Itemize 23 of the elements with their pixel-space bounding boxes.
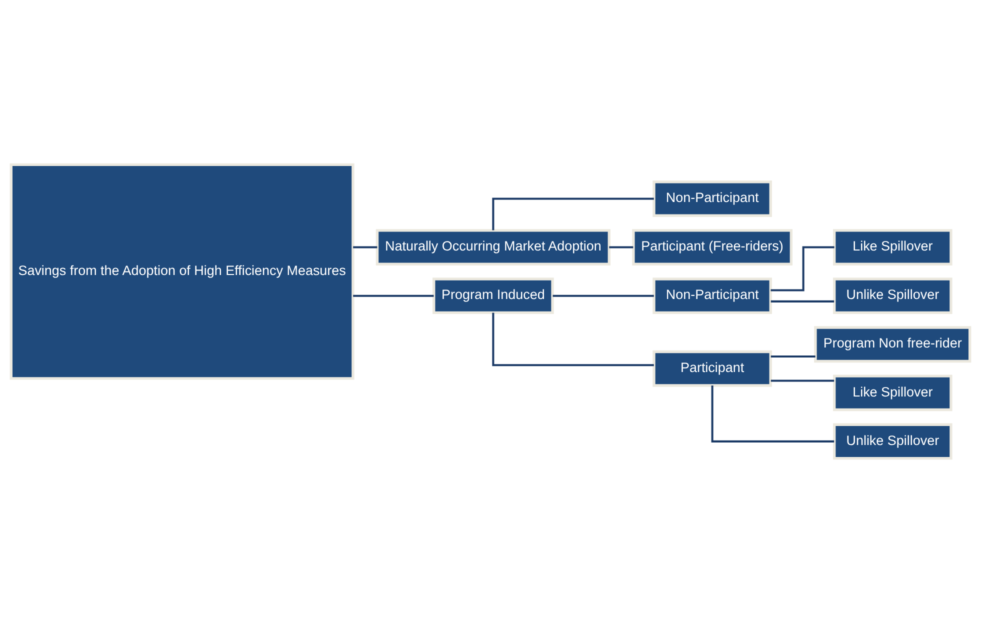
- connector: [711, 386, 834, 442]
- connector: [770, 300, 834, 302]
- node-box: Like Spillover: [832, 374, 952, 412]
- node-box: Program Non free-rider: [814, 326, 972, 363]
- node-box: Program Induced: [432, 278, 554, 314]
- node-box: Unlike Spillover: [832, 278, 952, 314]
- node-box: Savings from the Adoption of High Efficiency Measures: [10, 163, 354, 380]
- node-box: Like Spillover: [832, 229, 952, 266]
- node-box: Participant (Free-riders): [632, 229, 793, 266]
- node-box: Participant: [652, 350, 772, 387]
- connector: [770, 355, 816, 358]
- connector: [770, 380, 834, 382]
- node-box: Non-Participant: [652, 278, 772, 314]
- connector: [353, 294, 434, 297]
- connector: [353, 246, 378, 248]
- node-box: Unlike Spillover: [832, 423, 952, 460]
- connector: [492, 198, 654, 230]
- connector: [770, 246, 834, 292]
- connector: [492, 312, 654, 366]
- node-box: Naturally Occurring Market Adoption: [376, 229, 610, 266]
- node-box: Non-Participant: [652, 180, 772, 217]
- connector: [552, 294, 654, 297]
- connector: [609, 246, 634, 248]
